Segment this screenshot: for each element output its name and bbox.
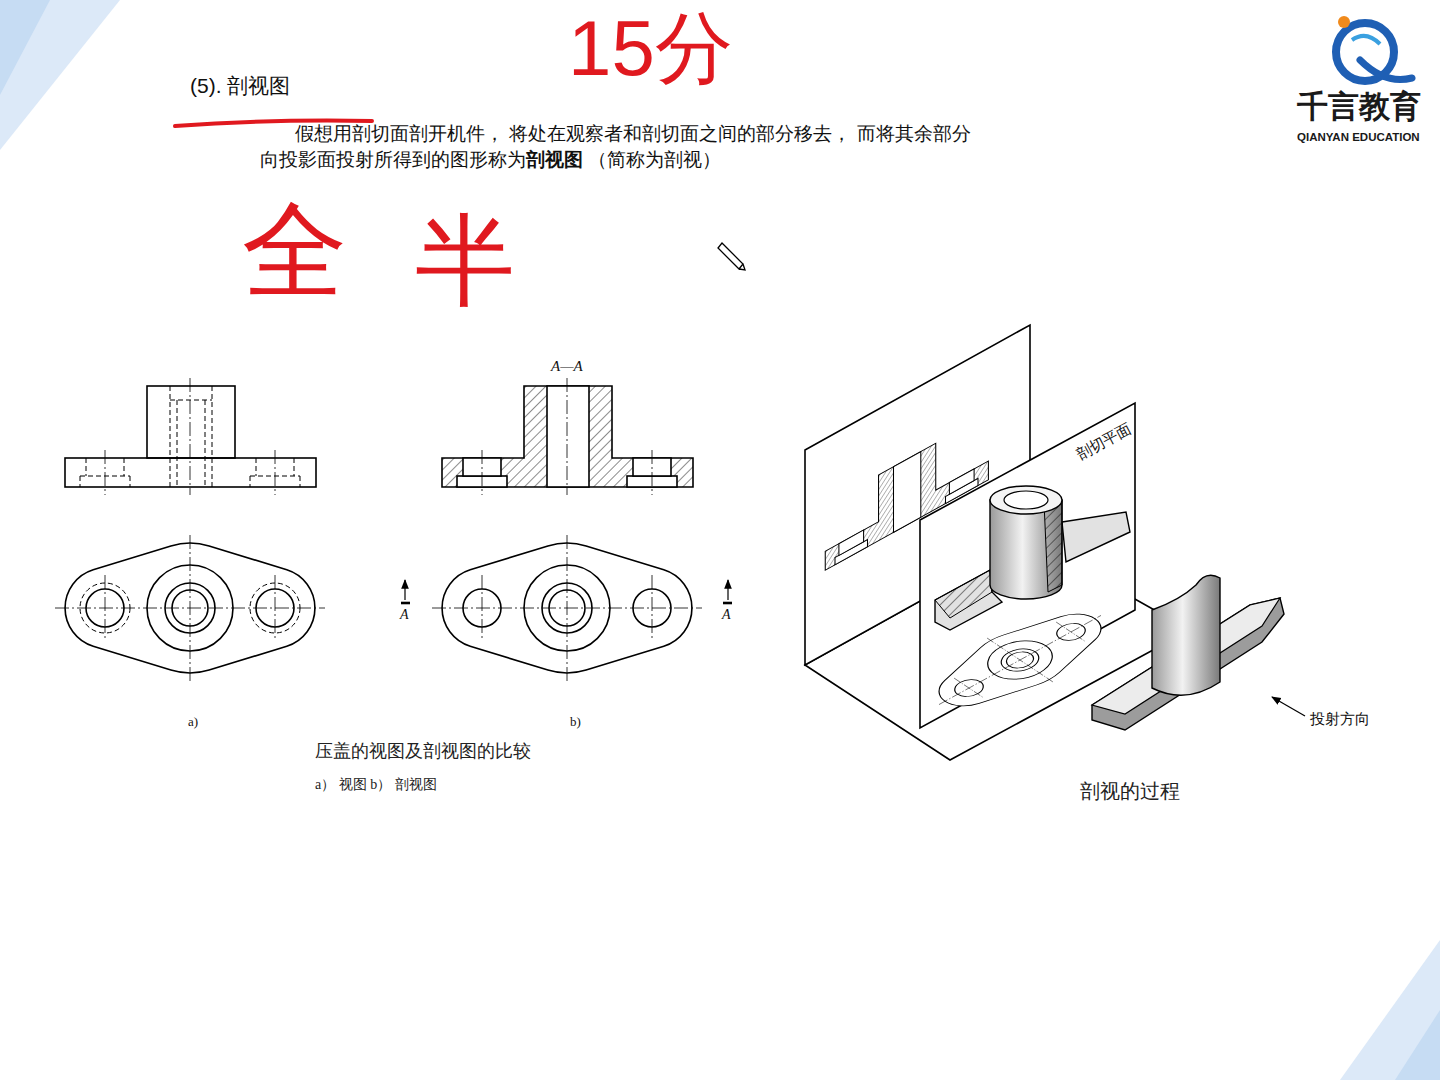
section-process-illustration xyxy=(1062,512,1130,562)
top-view xyxy=(55,535,325,682)
section-process-illustration xyxy=(990,500,1062,599)
figure-caption: 剖视的过程 xyxy=(1080,779,1180,803)
section-view xyxy=(432,378,702,682)
logo-mark xyxy=(1336,23,1394,81)
section-process-illustration xyxy=(1272,697,1305,716)
section-symbol xyxy=(727,580,728,600)
section-symbol xyxy=(723,602,732,605)
top-view xyxy=(55,535,325,682)
front-view xyxy=(65,378,316,495)
section-symbol xyxy=(401,580,732,603)
slide-title: (5). 剖视图 xyxy=(190,73,290,98)
front-view xyxy=(147,386,235,458)
top-view xyxy=(80,583,130,633)
front-view xyxy=(65,458,316,487)
logo-subtitle: QIANYAN EDUCATION xyxy=(1297,131,1420,145)
logo-mark xyxy=(1336,16,1412,81)
section-process-illustration xyxy=(935,570,992,618)
definition-text: （简称为剖视） xyxy=(583,149,721,170)
logo-name: 千言教育 xyxy=(1297,88,1421,125)
handwritten-note: 15分 xyxy=(568,2,733,96)
definition-paragraph: 假想用剖切面剖开机件， 将处在观察者和剖切面之间的部分移去， 而将其余部分向投影… xyxy=(260,121,982,173)
corner-decoration xyxy=(0,0,50,95)
section-process-illustration xyxy=(805,325,1305,760)
definition-term: 剖视图 xyxy=(526,149,583,170)
section-symbol xyxy=(401,602,410,605)
section-symbol xyxy=(404,580,405,600)
top-view xyxy=(250,583,300,633)
section-name: A—A xyxy=(551,357,583,375)
handwritten-note: 全 xyxy=(242,188,347,314)
corner-decoration xyxy=(1340,940,1440,1080)
figure-tag: b) xyxy=(570,714,581,730)
direction-label: 投射方向 xyxy=(1310,710,1370,728)
section-process-illustration xyxy=(1152,575,1220,695)
corner-decoration xyxy=(0,0,120,150)
section-process-illustration xyxy=(1004,491,1048,509)
handwritten-note: 半 xyxy=(415,200,515,320)
plane-label: 剖切平面 xyxy=(1073,420,1134,464)
corner-decoration xyxy=(1395,1010,1440,1080)
logo-mark xyxy=(1352,36,1380,44)
section-view xyxy=(432,535,702,682)
section-letter: A xyxy=(722,607,731,624)
front-view xyxy=(170,386,212,487)
logo-mark xyxy=(1360,60,1412,80)
logo-mark xyxy=(1338,16,1350,28)
pen-cursor xyxy=(718,243,745,270)
section-letter: A xyxy=(400,607,409,624)
figure-subcaption: a） 视图 b） 剖视图 xyxy=(315,777,437,794)
section-view xyxy=(442,386,693,487)
section-view xyxy=(482,378,652,495)
front-view xyxy=(105,378,275,495)
section-process-illustration xyxy=(990,486,1062,514)
figure-caption: 压盖的视图及剖视图的比较 xyxy=(315,741,531,763)
section-process-illustration xyxy=(1044,500,1062,592)
figure-tag: a) xyxy=(188,714,198,730)
